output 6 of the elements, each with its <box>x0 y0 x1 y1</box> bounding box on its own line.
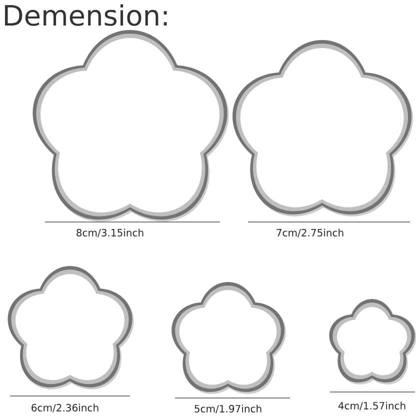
dimension-label: 7cm/2.75inch <box>276 228 344 238</box>
dimension-label: 5cm/1.97inch <box>194 404 262 414</box>
dimension-label: 4cm/1.57inch <box>338 402 406 410</box>
title: Demension: <box>5 4 167 26</box>
dimension-label: 8cm/3.15inch <box>76 228 144 238</box>
dimension-label: 6cm/2.36inch <box>32 404 98 412</box>
